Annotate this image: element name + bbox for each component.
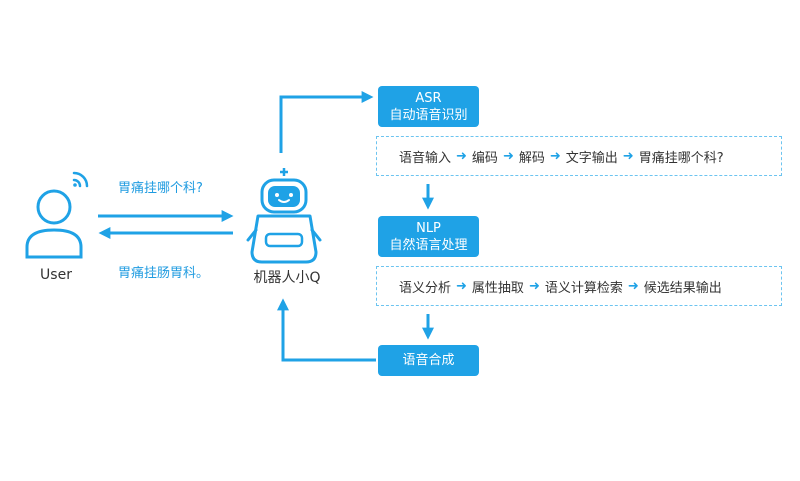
step-arrow-icon: ➜ [502,148,514,164]
user-label: User [40,267,72,283]
step-arrow-icon: ➜ [622,148,634,164]
robot-label: 机器人小Q [253,270,321,286]
pipeline-step: 语义计算检索 [544,280,623,296]
answer-label: 胃痛挂肠胃科。 [118,266,210,281]
step-arrow-icon: ➜ [627,278,639,294]
step-arrow-icon: ➜ [456,278,467,294]
user-icon [25,171,89,259]
robot-icon [246,168,322,264]
step-arrow-icon: ➜ [549,148,561,164]
pipeline-step: 编码 [471,150,498,166]
nlp-box: NLP 自然语言处理 [378,216,479,257]
pipeline-step: 语义分析 [399,280,452,296]
pipeline-step: 文字输出 [565,150,618,166]
pipeline-step: 候选结果输出 [643,280,722,296]
step-arrow-icon: ➜ [456,148,467,164]
nlp-subtitle: 自然语言处理 [389,237,468,253]
arrow-robot-to-asr [279,91,374,153]
tts-box: 语音合成 [378,345,479,376]
asr-steps: 语音输入➜编码➜解码➜文字输出➜胃痛挂哪个科? [376,136,782,176]
question-label: 胃痛挂哪个科? [118,181,203,196]
asr-box: ASR 自动语音识别 [378,86,479,127]
pipeline-step: 语音输入 [399,150,452,166]
nlp-title: NLP [416,220,441,236]
tts-title: 语音合成 [402,353,455,368]
asr-title: ASR [415,90,442,106]
asr-subtitle: 自动语音识别 [389,107,468,123]
arrow-tts-to-robot [277,298,376,362]
nlp-steps: 语义分析➜属性抽取➜语义计算检索➜候选结果输出 [376,266,782,306]
step-arrow-icon: ➜ [528,278,540,294]
pipeline-step: 解码 [518,150,545,166]
pipeline-step: 胃痛挂哪个科? [638,150,724,166]
pipeline-step: 属性抽取 [471,280,524,296]
